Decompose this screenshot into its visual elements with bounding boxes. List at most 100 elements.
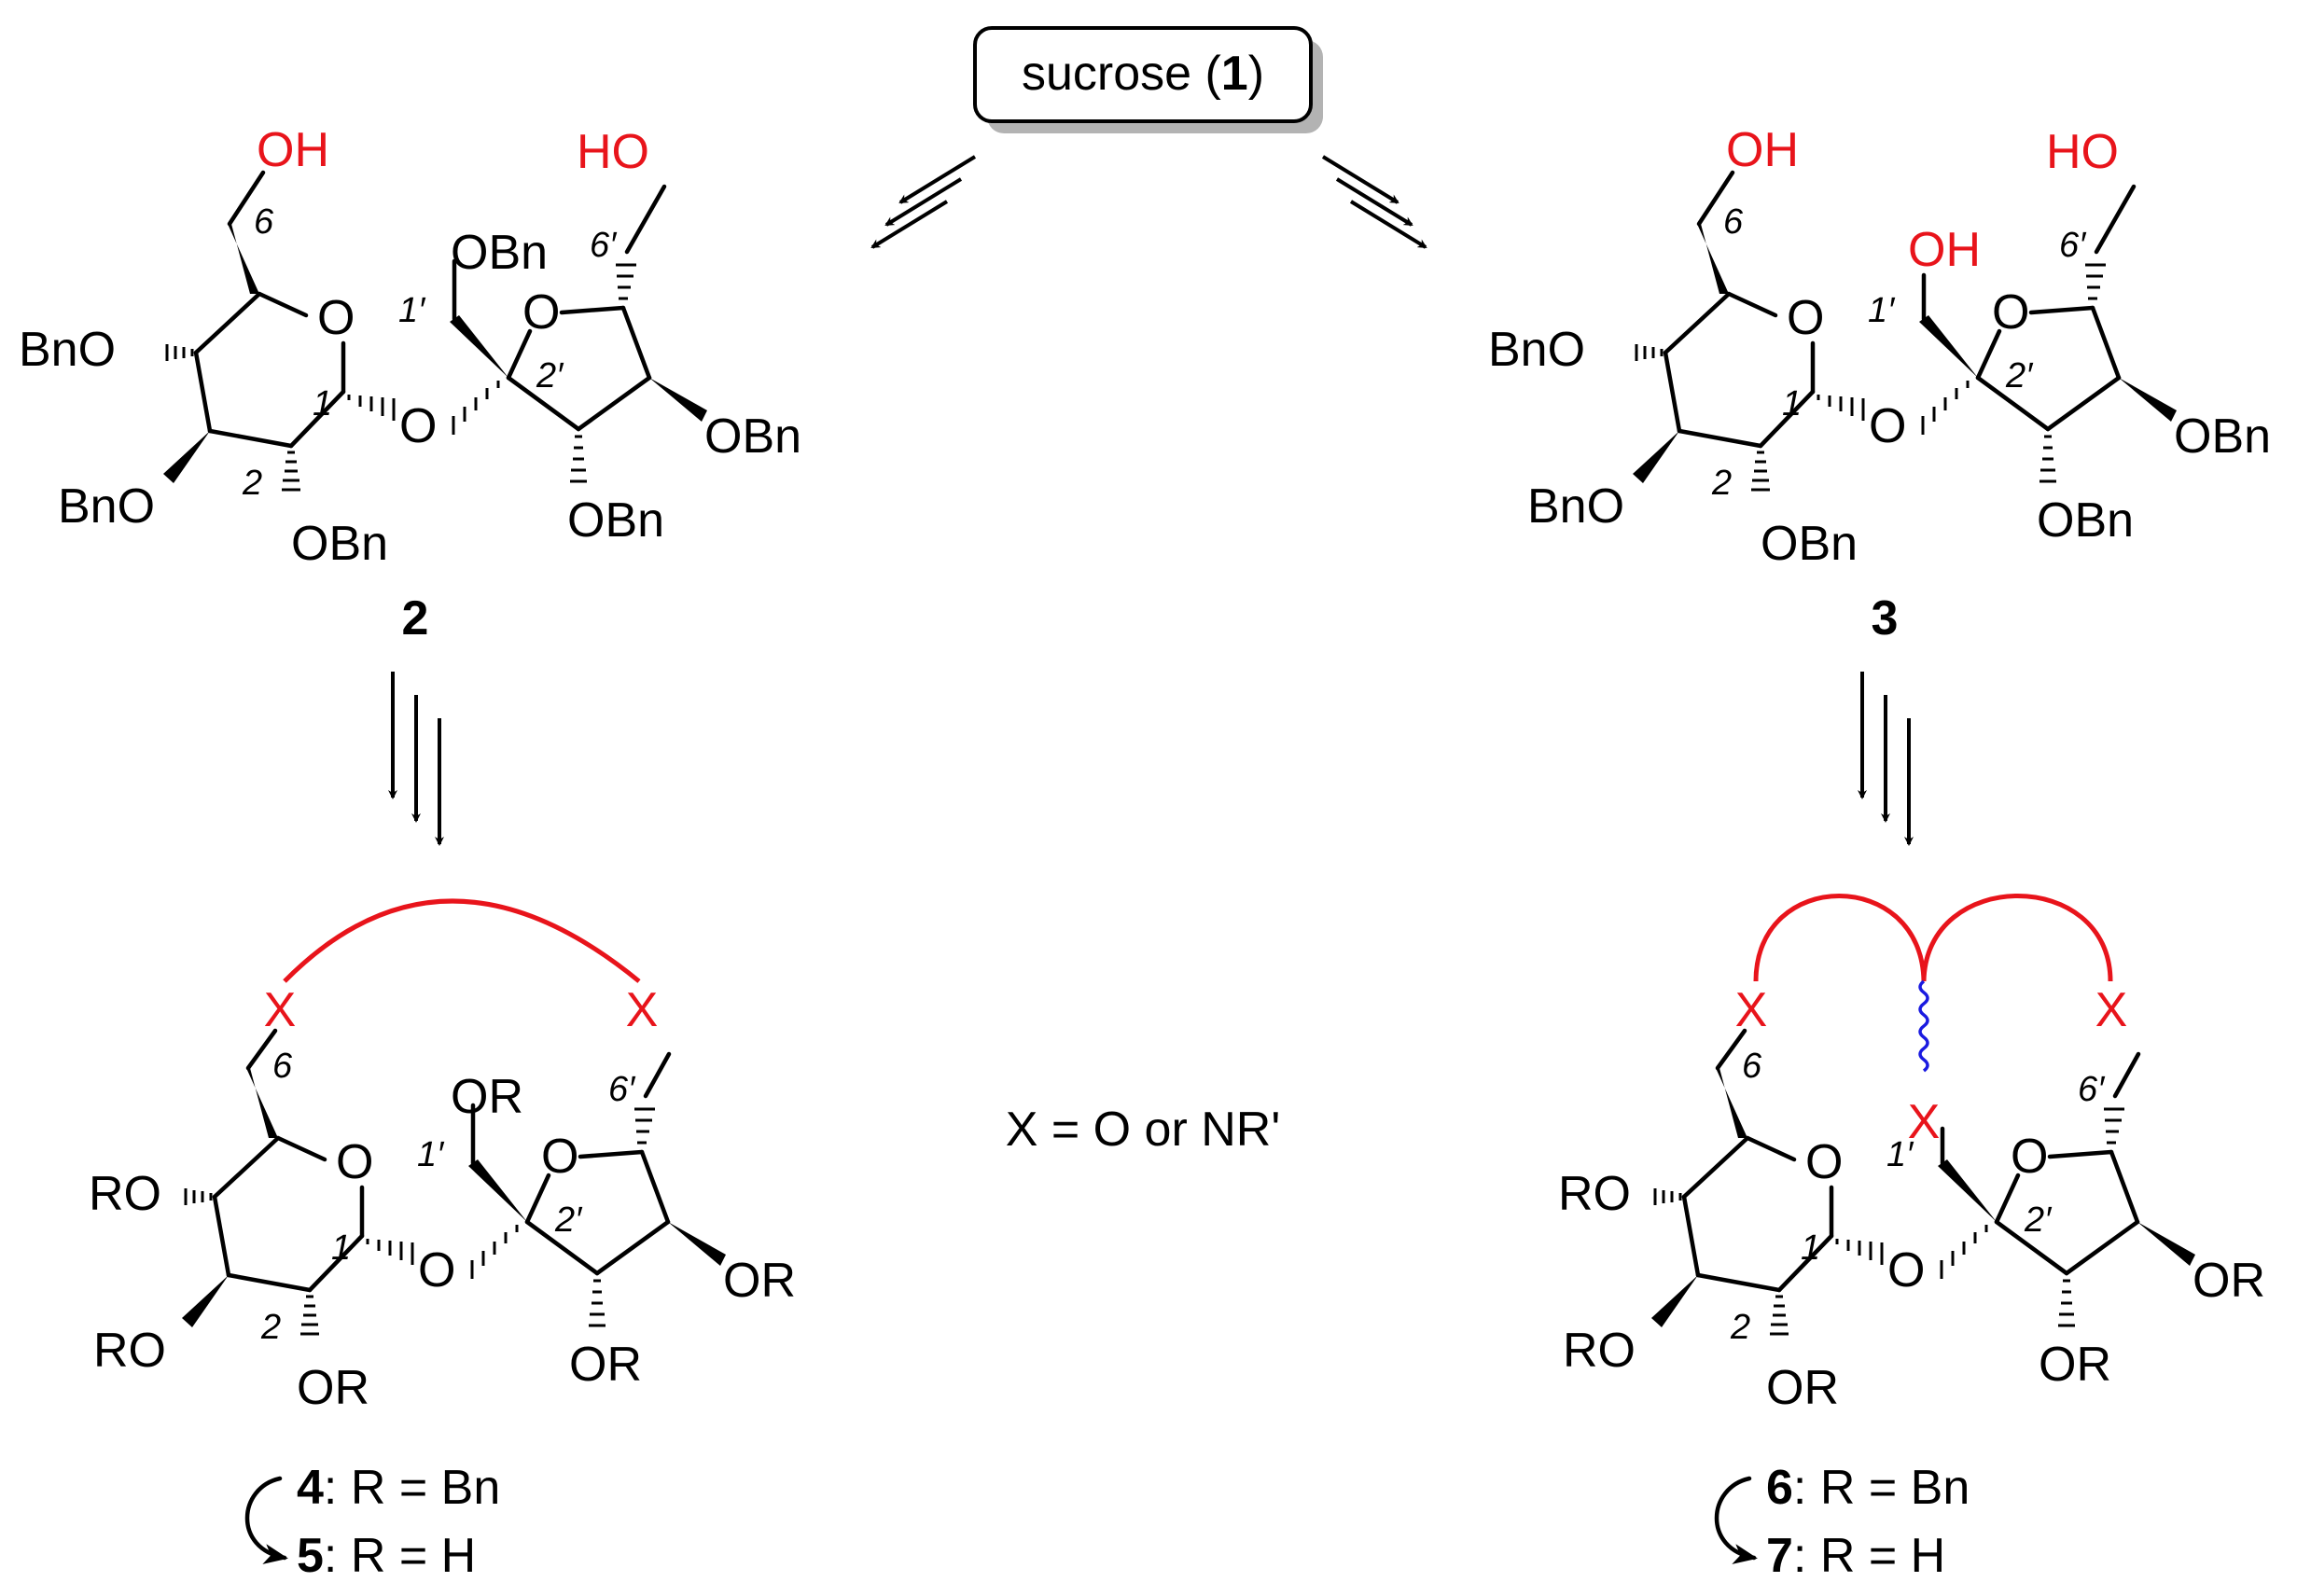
c1p-label: 1′ bbox=[1868, 291, 1896, 330]
c1-label: 1 bbox=[1782, 384, 1802, 423]
c2-obn: OBn bbox=[291, 517, 388, 571]
c4-or: RO bbox=[1558, 1167, 1631, 1221]
c2p-label: 2′ bbox=[536, 356, 564, 396]
pyranose-ring-oxygen: O bbox=[1787, 291, 1824, 345]
pyranose-ring-oxygen: O bbox=[317, 291, 355, 345]
c2p-label: 2′ bbox=[554, 1200, 583, 1240]
c6-label: 6 bbox=[254, 202, 274, 242]
sucrose-box: sucrose (1) bbox=[973, 26, 1323, 133]
c6-label: 6 bbox=[272, 1047, 293, 1086]
x-at-c6p: X bbox=[2095, 983, 2128, 1037]
wavy-bond bbox=[1918, 979, 1929, 1073]
compound-3: OH HO OH 6 O BnO 1 O BnO 2 OBn 6′ 1′ O 2… bbox=[1488, 123, 2271, 645]
x-at-c6: X bbox=[1735, 983, 1768, 1037]
arrow-to-compound-3 bbox=[1321, 155, 1427, 249]
c4p-obn: OBn bbox=[704, 409, 801, 464]
c4-obn: BnO bbox=[1488, 323, 1585, 377]
c1p-or: OR bbox=[451, 1070, 523, 1124]
c3p-or: OR bbox=[2039, 1338, 2111, 1392]
c6p-label: 6′ bbox=[2059, 226, 2087, 265]
c4-obn: BnO bbox=[19, 323, 116, 377]
c6-label: 6 bbox=[1723, 202, 1744, 242]
glycosidic-oxygen: O bbox=[1887, 1243, 1925, 1298]
c6p-label: 6′ bbox=[608, 1070, 636, 1109]
macrocycle-linker bbox=[283, 898, 641, 983]
compound-3-number: 3 bbox=[1872, 591, 1899, 645]
c6-hydroxyl: OH bbox=[257, 123, 329, 177]
c1-label: 1 bbox=[1801, 1228, 1820, 1268]
compound-6-7-bonds bbox=[1651, 1028, 2195, 1336]
compound-2-number: 2 bbox=[402, 591, 429, 645]
glycosidic-oxygen: O bbox=[1869, 399, 1906, 453]
pyranose-ring-oxygen: O bbox=[336, 1135, 373, 1189]
compound-4-5-labels: X X 6 O RO 1 O RO 2 OR OR 6′ 1′ O 2′ OR … bbox=[89, 983, 796, 1583]
compound-2-bonds bbox=[163, 170, 707, 492]
c6-hydroxyl: OH bbox=[1726, 123, 1799, 177]
compound-6-7: X X X 6 O RO 1 O RO 2 OR 6′ 1′ O 2′ OR O… bbox=[1558, 894, 2265, 1583]
c3-obn: BnO bbox=[1527, 479, 1624, 534]
furanose-ring-oxygen: O bbox=[1992, 285, 2029, 340]
x-definition: X = O or NR' bbox=[1006, 1103, 1281, 1157]
compound-2: OH HO 6 O BnO 1 O BnO 2 OBn OBn 6′ 1′ O … bbox=[19, 123, 801, 645]
legend-4: 4: R = Bn bbox=[297, 1461, 500, 1515]
sucrose-label: sucrose (1) bbox=[1022, 47, 1264, 101]
c2p-label: 2′ bbox=[2005, 356, 2034, 396]
c2-or: OR bbox=[1766, 1361, 1839, 1415]
c3p-obn: OBn bbox=[2037, 493, 2134, 548]
x-at-c6: X bbox=[264, 983, 297, 1037]
legend-7: 7: R = H bbox=[1766, 1529, 1945, 1583]
c2-label: 2 bbox=[260, 1308, 281, 1347]
c2-label: 2 bbox=[1730, 1308, 1750, 1347]
c2-label: 2 bbox=[1711, 464, 1732, 503]
c3-or: RO bbox=[93, 1324, 166, 1378]
x-at-c1p: X bbox=[1908, 1095, 1941, 1149]
c4p-or: OR bbox=[723, 1254, 796, 1308]
c4p-or: OR bbox=[2193, 1254, 2265, 1308]
c4p-obn: OBn bbox=[2174, 409, 2271, 464]
x-at-c6p: X bbox=[626, 983, 659, 1037]
linker-arc-right bbox=[1921, 894, 2113, 982]
furanose-ring-oxygen: O bbox=[541, 1130, 578, 1184]
c2p-label: 2′ bbox=[2024, 1200, 2053, 1240]
glycosidic-oxygen: O bbox=[418, 1243, 455, 1298]
compound-3-labels: OH HO OH 6 O BnO 1 O BnO 2 OBn 6′ 1′ O 2… bbox=[1488, 123, 2271, 645]
c6p-hydroxyl: HO bbox=[2046, 125, 2119, 179]
compound-3-bonds bbox=[1633, 170, 2177, 492]
c6-label: 6 bbox=[1742, 1047, 1762, 1086]
pyranose-ring-oxygen: O bbox=[1805, 1135, 1843, 1189]
c6p-hydroxyl: HO bbox=[577, 125, 649, 179]
c3-obn: BnO bbox=[58, 479, 155, 534]
glycosidic-oxygen: O bbox=[399, 399, 437, 453]
arrow-to-compound-2 bbox=[870, 155, 977, 249]
c1-label: 1 bbox=[331, 1228, 351, 1268]
c4-or: RO bbox=[89, 1167, 161, 1221]
debenzylation-arrow bbox=[244, 1476, 288, 1564]
legend-5: 5: R = H bbox=[297, 1529, 476, 1583]
arrow-3-to-6 bbox=[1858, 672, 1914, 846]
compound-4-5: X X 6 O RO 1 O RO 2 OR OR 6′ 1′ O 2′ OR … bbox=[89, 898, 796, 1583]
c2-obn: OBn bbox=[1761, 517, 1858, 571]
linker-arc-left bbox=[1753, 894, 1927, 982]
arrow-2-to-4 bbox=[388, 672, 444, 846]
debenzylation-arrow bbox=[1714, 1476, 1758, 1564]
c1p-obn: OBn bbox=[451, 226, 548, 280]
c6p-label: 6′ bbox=[590, 226, 618, 265]
c3p-obn: OBn bbox=[567, 493, 664, 548]
c3p-or: OR bbox=[569, 1338, 642, 1392]
c1p-hydroxyl: OH bbox=[1908, 223, 1981, 277]
furanose-ring-oxygen: O bbox=[2011, 1130, 2048, 1184]
c1p-label: 1′ bbox=[1886, 1135, 1914, 1174]
c2-or: OR bbox=[297, 1361, 369, 1415]
compound-4-5-bonds bbox=[182, 1028, 726, 1336]
legend-6: 6: R = Bn bbox=[1766, 1461, 1970, 1515]
c1-label: 1 bbox=[313, 384, 332, 423]
c3-or: RO bbox=[1563, 1324, 1636, 1378]
c6p-label: 6′ bbox=[2078, 1070, 2106, 1109]
compound-6-7-labels: X X X 6 O RO 1 O RO 2 OR 6′ 1′ O 2′ OR O… bbox=[1558, 983, 2265, 1583]
c1p-label: 1′ bbox=[398, 291, 426, 330]
c1p-label: 1′ bbox=[417, 1135, 445, 1174]
furanose-ring-oxygen: O bbox=[522, 285, 560, 340]
compound-2-labels: OH HO 6 O BnO 1 O BnO 2 OBn OBn 6′ 1′ O … bbox=[19, 123, 801, 645]
c2-label: 2 bbox=[242, 464, 262, 503]
